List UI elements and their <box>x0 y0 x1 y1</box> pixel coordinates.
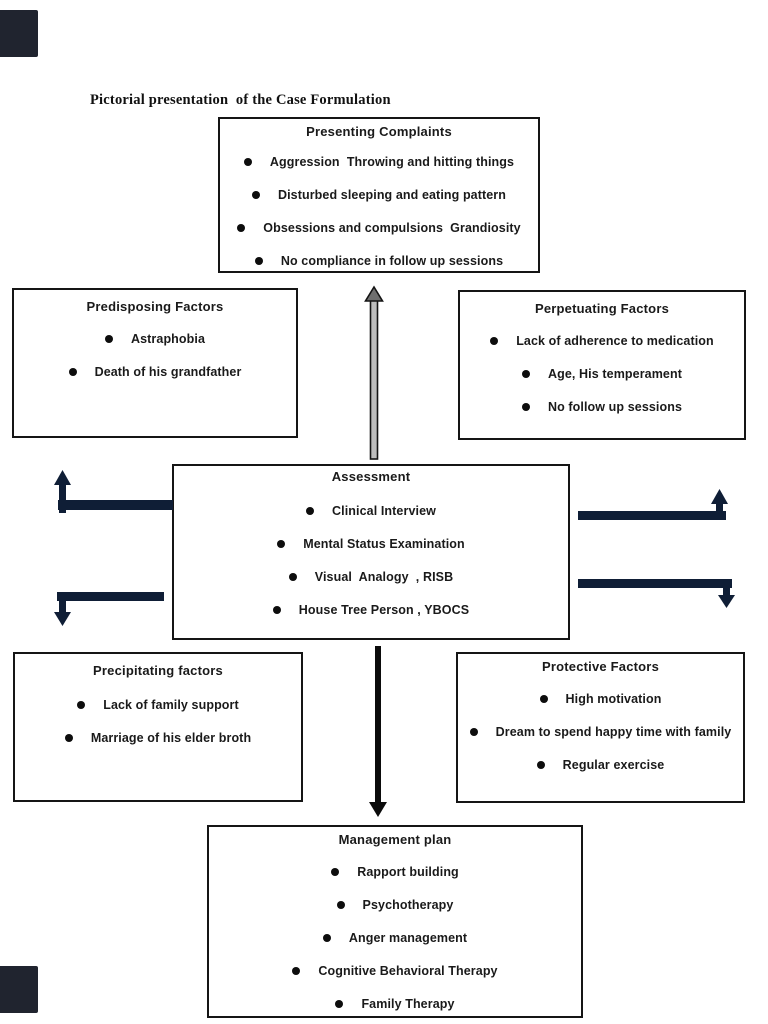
list-item: Family Therapy <box>209 987 581 1020</box>
list-item-label: Dream to spend happy time with family <box>495 724 732 739</box>
bullet-icon <box>254 256 263 265</box>
list-item: Rapport building <box>209 855 581 888</box>
protective-factors-title: Protective Factors <box>541 659 660 674</box>
list-item-label: Death of his grandfather <box>94 364 242 379</box>
bullet-icon <box>521 402 530 411</box>
list-item-label: Disturbed sleeping and eating pattern <box>277 187 507 202</box>
assessment-title: Assessment <box>331 469 411 484</box>
list-item: Death of his grandfather <box>14 355 296 388</box>
list-item: Lack of family support <box>15 688 301 721</box>
arrow-up-left-icon <box>54 470 173 513</box>
bullet-icon <box>243 157 252 166</box>
list-item: Dream to spend happy time with family <box>458 715 743 748</box>
bullet-icon <box>490 336 499 345</box>
bullet-icon <box>322 933 331 942</box>
list-item: Astraphobia <box>14 322 296 355</box>
list-item: Marriage of his elder broth <box>15 721 301 754</box>
list-item-label: Psychotherapy <box>362 897 454 912</box>
perpetuating-factors-box: Perpetuating Factors Lack of adherence t… <box>458 290 746 440</box>
presenting-complaints-box: Presenting Complaints Aggression Throwin… <box>218 117 540 273</box>
bullet-icon <box>292 966 301 975</box>
bullet-icon <box>104 334 113 343</box>
page-corner-artifact-bottom <box>0 966 38 1013</box>
arrow-down-right-icon <box>578 579 735 608</box>
list-item: Disturbed sleeping and eating pattern <box>220 178 538 211</box>
bullet-icon <box>77 700 86 709</box>
list-item-label: Anger management <box>348 930 468 945</box>
precipitating-factors-title: Precipitating factors <box>93 663 223 678</box>
precipitating-factors-box: Precipitating factors Lack of family sup… <box>13 652 303 802</box>
arrow-down-left-icon <box>54 592 164 626</box>
list-item: No compliance in follow up sessions <box>220 244 538 277</box>
list-item-label: Rapport building <box>357 864 459 879</box>
perpetuating-factors-title: Perpetuating Factors <box>534 301 670 316</box>
bullet-icon <box>335 999 344 1008</box>
arrow-up-right-icon <box>578 489 728 520</box>
list-item-label: Aggression Throwing and hitting things <box>269 154 515 169</box>
list-item: Aggression Throwing and hitting things <box>220 145 538 178</box>
bullet-icon <box>277 539 286 548</box>
presenting-complaints-title: Presenting Complaints <box>306 124 452 139</box>
list-item-label: Cognitive Behavioral Therapy <box>318 963 498 978</box>
list-item-label: House Tree Person , YBOCS <box>298 602 470 617</box>
list-item: House Tree Person , YBOCS <box>174 593 568 626</box>
bullet-icon <box>522 369 530 378</box>
list-item: Cognitive Behavioral Therapy <box>209 954 581 987</box>
list-item: Psychotherapy <box>209 888 581 921</box>
list-item-label: Clinical Interview <box>332 503 436 518</box>
management-plan-title: Management plan <box>338 832 452 847</box>
bullet-icon <box>469 727 478 736</box>
list-item: Age, His temperament <box>460 357 744 390</box>
list-item-label: Lack of adherence to medication <box>516 333 714 348</box>
list-item-label: Family Therapy <box>361 996 455 1011</box>
list-item: Regular exercise <box>458 748 743 781</box>
list-item: High motivation <box>458 682 743 715</box>
predisposing-factors-title: Predisposing Factors <box>86 299 224 314</box>
list-item-label: No compliance in follow up sessions <box>280 253 504 268</box>
page-title: Pictorial presentation of the Case Formu… <box>90 92 391 108</box>
list-item-label: Mental Status Examination <box>303 536 465 551</box>
bullet-icon <box>64 733 73 742</box>
bullet-icon <box>536 760 545 769</box>
list-item-label: Age, His temperament <box>548 366 682 381</box>
bullet-icon <box>68 367 77 376</box>
list-item-label: Astraphobia <box>130 331 206 346</box>
list-item-label: Lack of family support <box>103 697 239 712</box>
bullet-icon <box>336 900 345 909</box>
list-item-label: No follow up sessions <box>547 399 683 414</box>
bullet-icon <box>237 223 246 232</box>
list-item: Anger management <box>209 921 581 954</box>
bullet-icon <box>539 694 548 703</box>
list-item: No follow up sessions <box>460 390 744 423</box>
list-item-label: Visual Analogy , RISB <box>314 569 454 584</box>
list-item: Lack of adherence to medication <box>460 324 744 357</box>
page-corner-artifact-top <box>0 10 38 57</box>
bullet-icon <box>251 190 260 199</box>
bullet-icon <box>272 605 281 614</box>
list-item-label: Regular exercise <box>562 757 665 772</box>
list-item: Clinical Interview <box>174 494 568 527</box>
arrow-up-center-icon <box>364 285 384 460</box>
bullet-icon <box>306 506 315 515</box>
list-item: Obsessions and compulsions Grandiosity <box>220 211 538 244</box>
list-item-label: Marriage of his elder broth <box>90 730 252 745</box>
bullet-icon <box>331 867 340 876</box>
arrow-down-center-icon <box>369 646 387 817</box>
list-item-label: High motivation <box>565 691 662 706</box>
bullet-icon <box>288 572 297 581</box>
list-item-label: Obsessions and compulsions Grandiosity <box>263 220 521 235</box>
list-item: Mental Status Examination <box>174 527 568 560</box>
list-item: Visual Analogy , RISB <box>174 560 568 593</box>
